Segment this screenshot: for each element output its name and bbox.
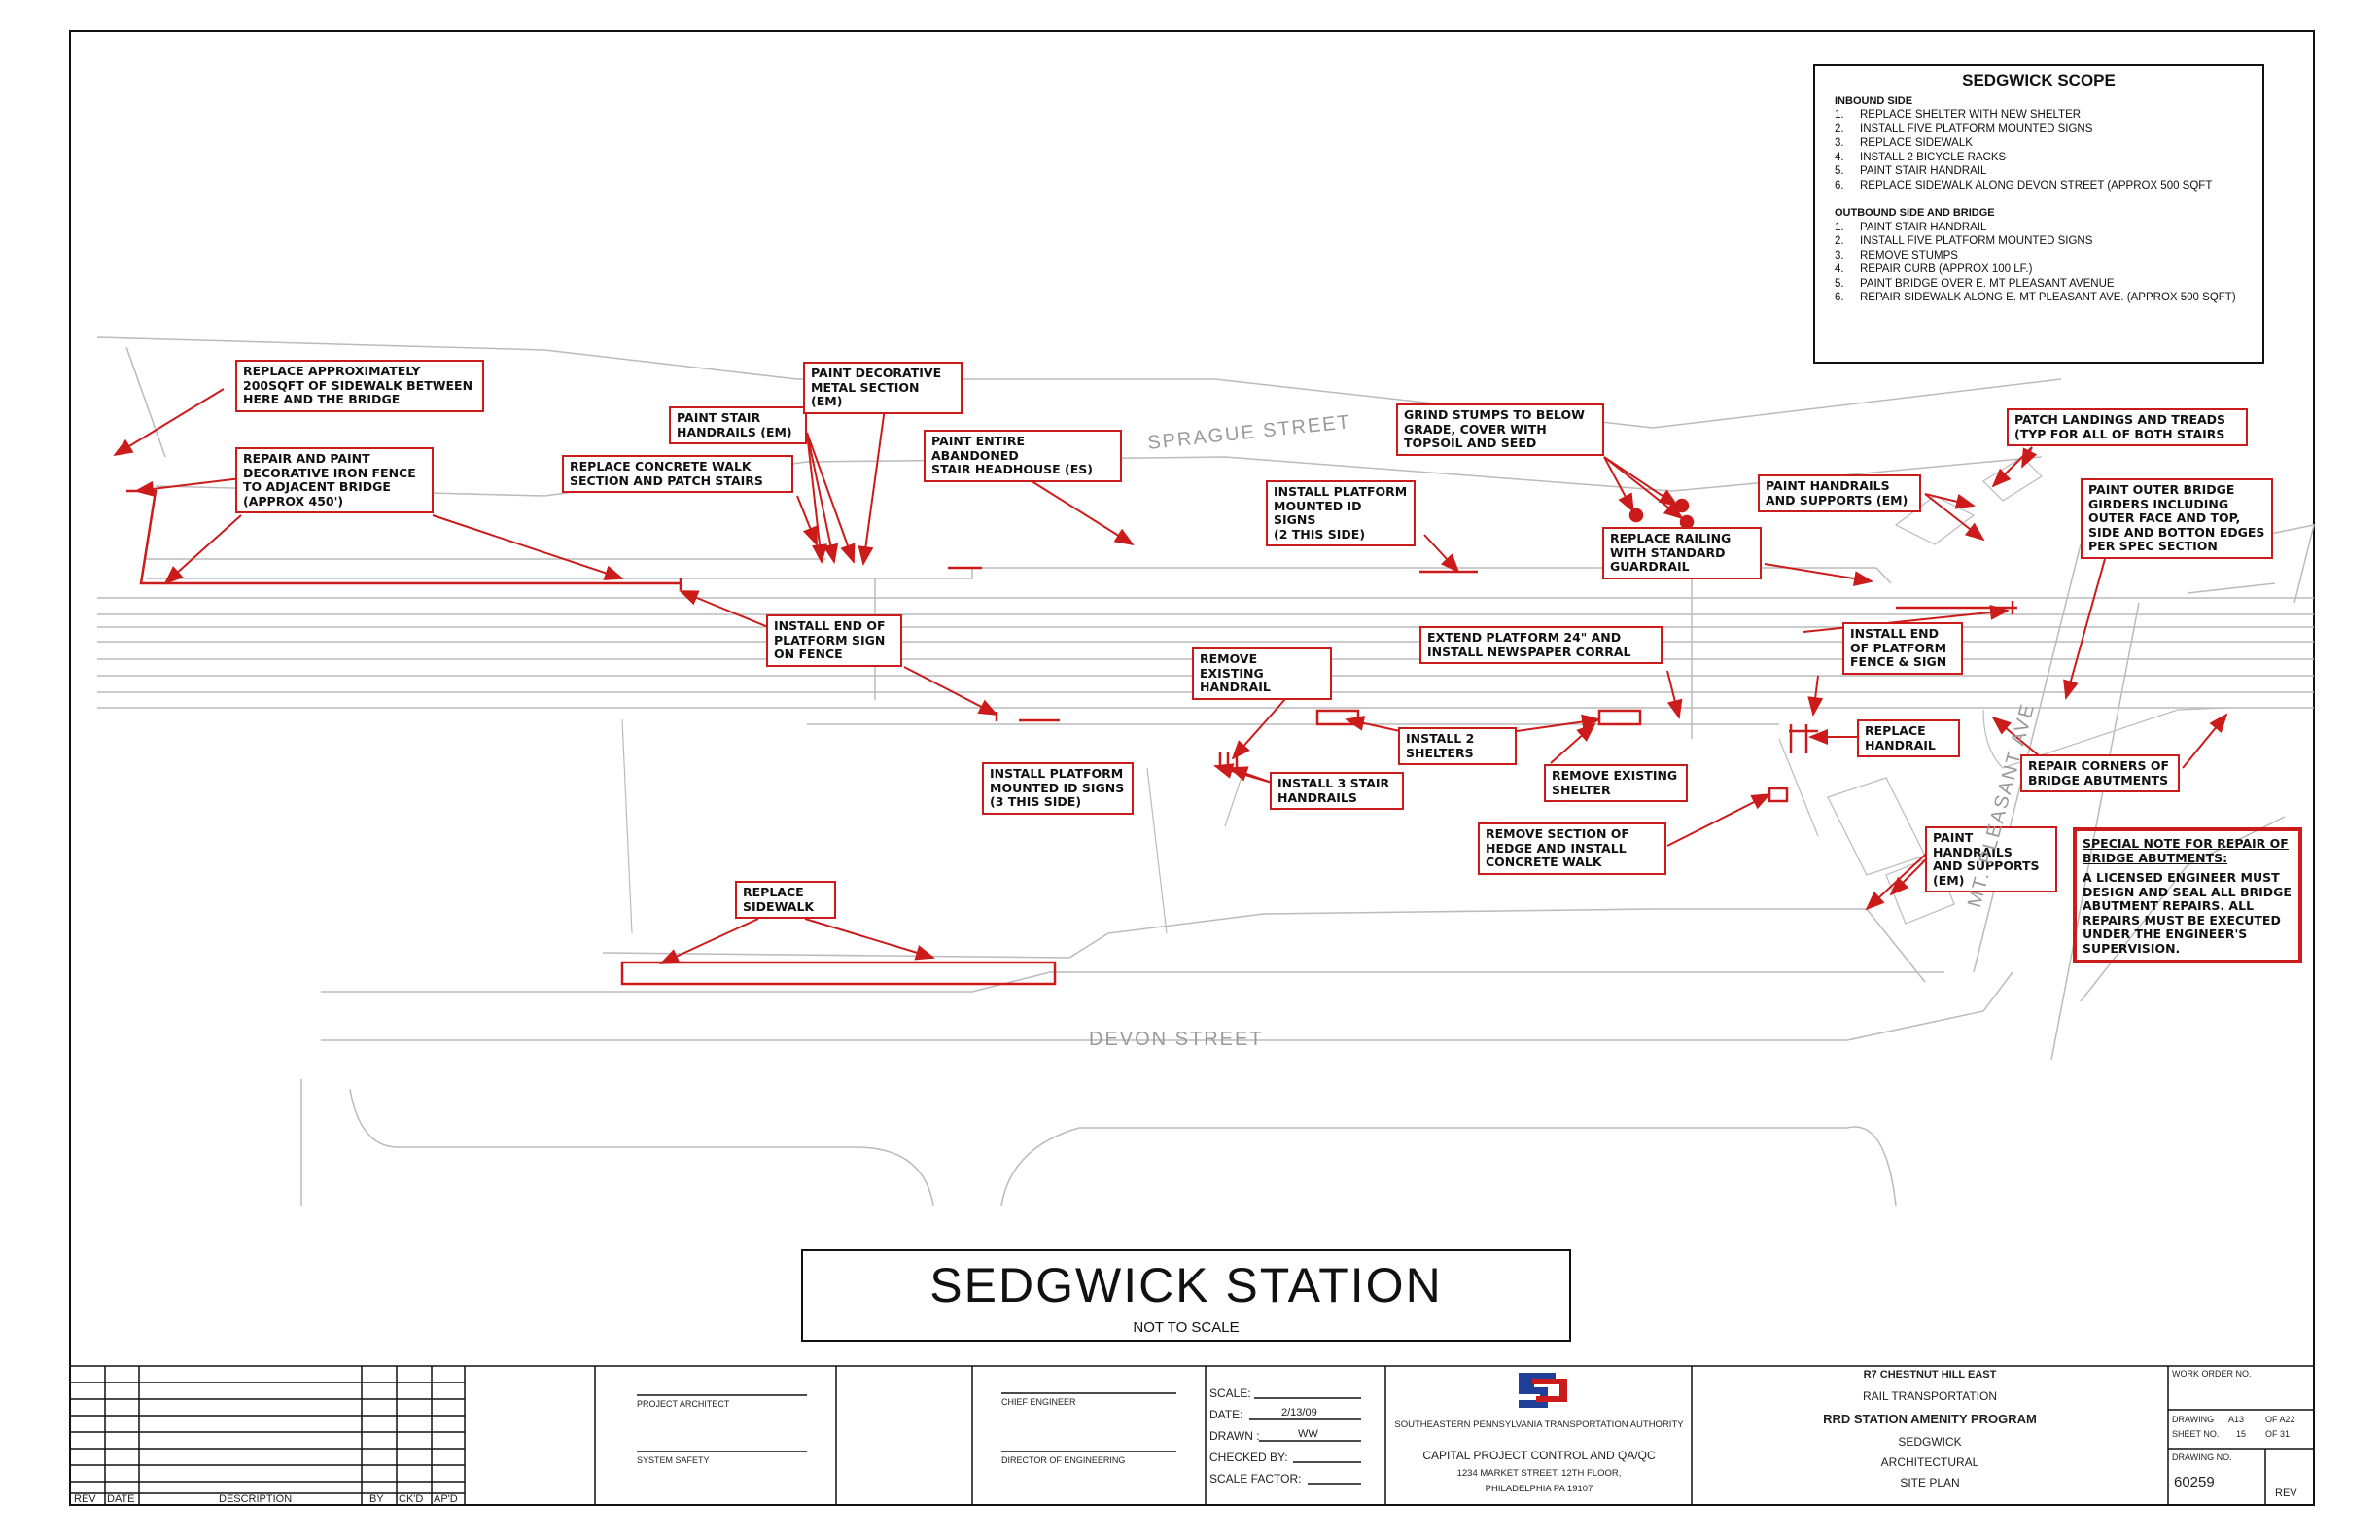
callout-headhouse: PAINT ENTIRE ABANDONED STAIR HEADHOUSE (…	[924, 430, 1122, 482]
system-safety-label: SYSTEM SAFETY	[637, 1455, 710, 1465]
rev-description-header: DESCRIPTION	[219, 1493, 293, 1505]
sheet-label: SHEET NO.	[2172, 1429, 2220, 1439]
scope-item: 3.REMOVE STUMPS	[1835, 249, 1958, 262]
scale-label: SCALE:	[1209, 1386, 1251, 1400]
sheet-value: 15	[2236, 1429, 2247, 1439]
leader-arrows	[113, 388, 2228, 964]
date-label: DATE:	[1209, 1408, 1243, 1421]
callout-id-signs-2: INSTALL PLATFORM MOUNTED ID SIGNS (2 THI…	[1266, 480, 1416, 546]
scope-item: 6.REPLACE SIDEWALK ALONG DEVON STREET (A…	[1835, 179, 2213, 192]
station-title: SEDGWICK STATION	[929, 1258, 1443, 1312]
station-title-box: SEDGWICK STATION NOT TO SCALE	[801, 1249, 1571, 1342]
project-program: RRD STATION AMENITY PROGRAM	[1823, 1412, 2037, 1426]
scope-item: 5.PAINT STAIR HANDRAIL	[1835, 165, 1987, 177]
station-stairs	[621, 456, 2227, 934]
scope-item: 5.PAINT BRIDGE OVER E. MT PLEASANT AVENU…	[1835, 277, 2115, 290]
callout-paint-handrails-em: PAINT HANDRAILS AND SUPPORTS (EM)	[1758, 474, 1921, 512]
outbound-title: OUTBOUND SIDE AND BRIDGE	[1835, 207, 1995, 219]
callout-concrete-walk: REPLACE CONCRETE WALK SECTION AND PATCH …	[562, 455, 793, 493]
callout-remove-handrail: REMOVE EXISTING HANDRAIL	[1192, 648, 1332, 700]
callout-bridge-girders: PAINT OUTER BRIDGE GIRDERS INCLUDING OUT…	[2081, 478, 2273, 559]
drawing-of: OF A22	[2265, 1415, 2295, 1424]
street-label-devon: DEVON STREET	[1089, 1029, 1264, 1050]
callout-replace-railing: REPLACE RAILING WITH STANDARD GUARDRAIL	[1602, 527, 1762, 579]
rev-date-header: DATE	[107, 1493, 135, 1505]
special-note-heading: SPECIAL NOTE FOR REPAIR OF BRIDGE ABUTME…	[2082, 836, 2289, 865]
director-engineering-label: DIRECTOR OF ENGINEERING	[1001, 1455, 1126, 1465]
authority-dept: CAPITAL PROJECT CONTROL AND QA/QC	[1422, 1449, 1656, 1462]
chief-engineer-label: CHIEF ENGINEER	[1001, 1397, 1076, 1407]
scope-item: 4.INSTALL 2 BICYCLE RACKS	[1835, 151, 2007, 163]
date-value: 2/13/09	[1281, 1407, 1317, 1418]
scope-item: 6.REPAIR SIDEWALK ALONG E. MT PLEASANT A…	[1835, 292, 2236, 303]
scope-item: 2.INSTALL FIVE PLATFORM MOUNTED SIGNS	[1835, 122, 2093, 135]
drawing-label: DRAWING	[2172, 1415, 2215, 1424]
authority-name: SOUTHEASTERN PENNSYLVANIA TRANSPORTATION…	[1394, 1419, 1684, 1430]
drawn-label: DRAWN :	[1209, 1429, 1260, 1443]
callout-decorative-metal: PAINT DECORATIVE METAL SECTION (EM)	[803, 362, 962, 414]
special-note-body: A LICENSED ENGINEER MUST DESIGN AND SEAL…	[2082, 870, 2292, 956]
scope-item: 1.REPLACE SHELTER WITH NEW SHELTER	[1835, 109, 2082, 121]
authority-address: 1234 MARKET STREET, 12TH FLOOR,	[1456, 1468, 1622, 1479]
drawing-no: 60259	[2174, 1474, 2215, 1490]
drawing-no-label: DRAWING NO.	[2172, 1452, 2232, 1462]
callout-grind-stumps: GRIND STUMPS TO BELOW GRADE, COVER WITH …	[1396, 403, 1604, 456]
scope-box: SEDGWICK SCOPE INBOUND SIDE 1.REPLACE SH…	[1813, 64, 2264, 364]
devon-street	[300, 908, 2013, 1207]
scale-note: NOT TO SCALE	[1133, 1319, 1240, 1336]
rev-label: REV	[2275, 1488, 2297, 1499]
mt-pleasant-ave	[1973, 524, 2316, 1061]
scope-item: 1.PAINT STAIR HANDRAIL	[1835, 221, 1987, 233]
callout-paint-stair-handrails: PAINT STAIR HANDRAILS (EM)	[669, 406, 807, 444]
callout-stair-handrails: INSTALL 3 STAIR HANDRAILS	[1270, 772, 1404, 810]
callout-replace-sidewalk: REPLACE SIDEWALK	[735, 881, 836, 919]
project-station: SEDGWICK	[1898, 1435, 1962, 1449]
callout-remove-hedge: REMOVE SECTION OF HEDGE AND INSTALL CONC…	[1478, 822, 1666, 875]
drawn-value: WW	[1298, 1428, 1318, 1440]
callout-replace-sidewalk-to-bridge: REPLACE APPROXIMATELY 200SQFT OF SIDEWAL…	[235, 360, 484, 412]
callout-patch-landings: PATCH LANDINGS AND TREADS (TYP FOR ALL O…	[2007, 408, 2248, 446]
scope-item: 2.INSTALL FIVE PLATFORM MOUNTED SIGNS	[1835, 235, 2093, 247]
septa-logo-icon	[1519, 1373, 1567, 1408]
work-order-label: WORK ORDER NO.	[2172, 1369, 2252, 1379]
project-line: R7 CHESTNUT HILL EAST	[1863, 1369, 1997, 1381]
checked-by-label: CHECKED BY:	[1209, 1451, 1288, 1464]
scope-item: 3.REPLACE SIDEWALK	[1835, 137, 1973, 149]
callout-end-platform-fence: INSTALL END OF PLATFORM FENCE & SIGN	[1842, 622, 1963, 675]
project-sheet-type: SITE PLAN	[1900, 1476, 1960, 1489]
callout-replace-handrail: REPLACE HANDRAIL	[1857, 719, 1960, 757]
callout-abutment-corners: REPAIR CORNERS OF BRIDGE ABUTMENTS	[2020, 754, 2180, 792]
callout-id-signs-3: INSTALL PLATFORM MOUNTED ID SIGNS (3 THI…	[982, 762, 1134, 815]
scope-item: 4.REPAIR CURB (APPROX 100 LF.)	[1835, 263, 2033, 275]
project-architect-label: PROJECT ARCHITECT	[637, 1399, 730, 1409]
project-division: RAIL TRANSPORTATION	[1862, 1389, 1998, 1403]
rev-ckd-header: CK'D	[399, 1493, 424, 1505]
inbound-title: INBOUND SIDE	[1835, 94, 1913, 107]
callout-extend-platform: EXTEND PLATFORM 24" AND INSTALL NEWSPAPE…	[1419, 626, 1662, 664]
callout-remove-shelter: REMOVE EXISTING SHELTER	[1544, 764, 1688, 802]
callout-iron-fence: REPAIR AND PAINT DECORATIVE IRON FENCE T…	[235, 447, 434, 513]
callout-paint-handrails-supports: PAINT HANDRAILS AND SUPPORTS (EM)	[1925, 826, 2057, 892]
rev-apd-header: AP'D	[434, 1493, 458, 1505]
rev-header: REV	[74, 1493, 96, 1505]
sheet-of: OF 31	[2265, 1429, 2291, 1439]
callout-install-shelters: INSTALL 2 SHELTERS	[1398, 727, 1517, 765]
scope-title: SEDGWICK SCOPE	[1962, 71, 2116, 89]
scale-factor-label: SCALE FACTOR:	[1209, 1472, 1302, 1486]
authority-city: PHILADELPHIA PA 19107	[1485, 1484, 1593, 1494]
title-block-grid	[70, 1365, 2314, 1505]
project-discipline: ARCHITECTURAL	[1880, 1455, 1979, 1469]
callout-end-platform-sign: INSTALL END OF PLATFORM SIGN ON FENCE	[766, 614, 902, 667]
rev-by-header: BY	[369, 1493, 384, 1505]
special-note: SPECIAL NOTE FOR REPAIR OF BRIDGE ABUTME…	[2073, 827, 2302, 963]
drawing-value: A13	[2228, 1415, 2245, 1424]
